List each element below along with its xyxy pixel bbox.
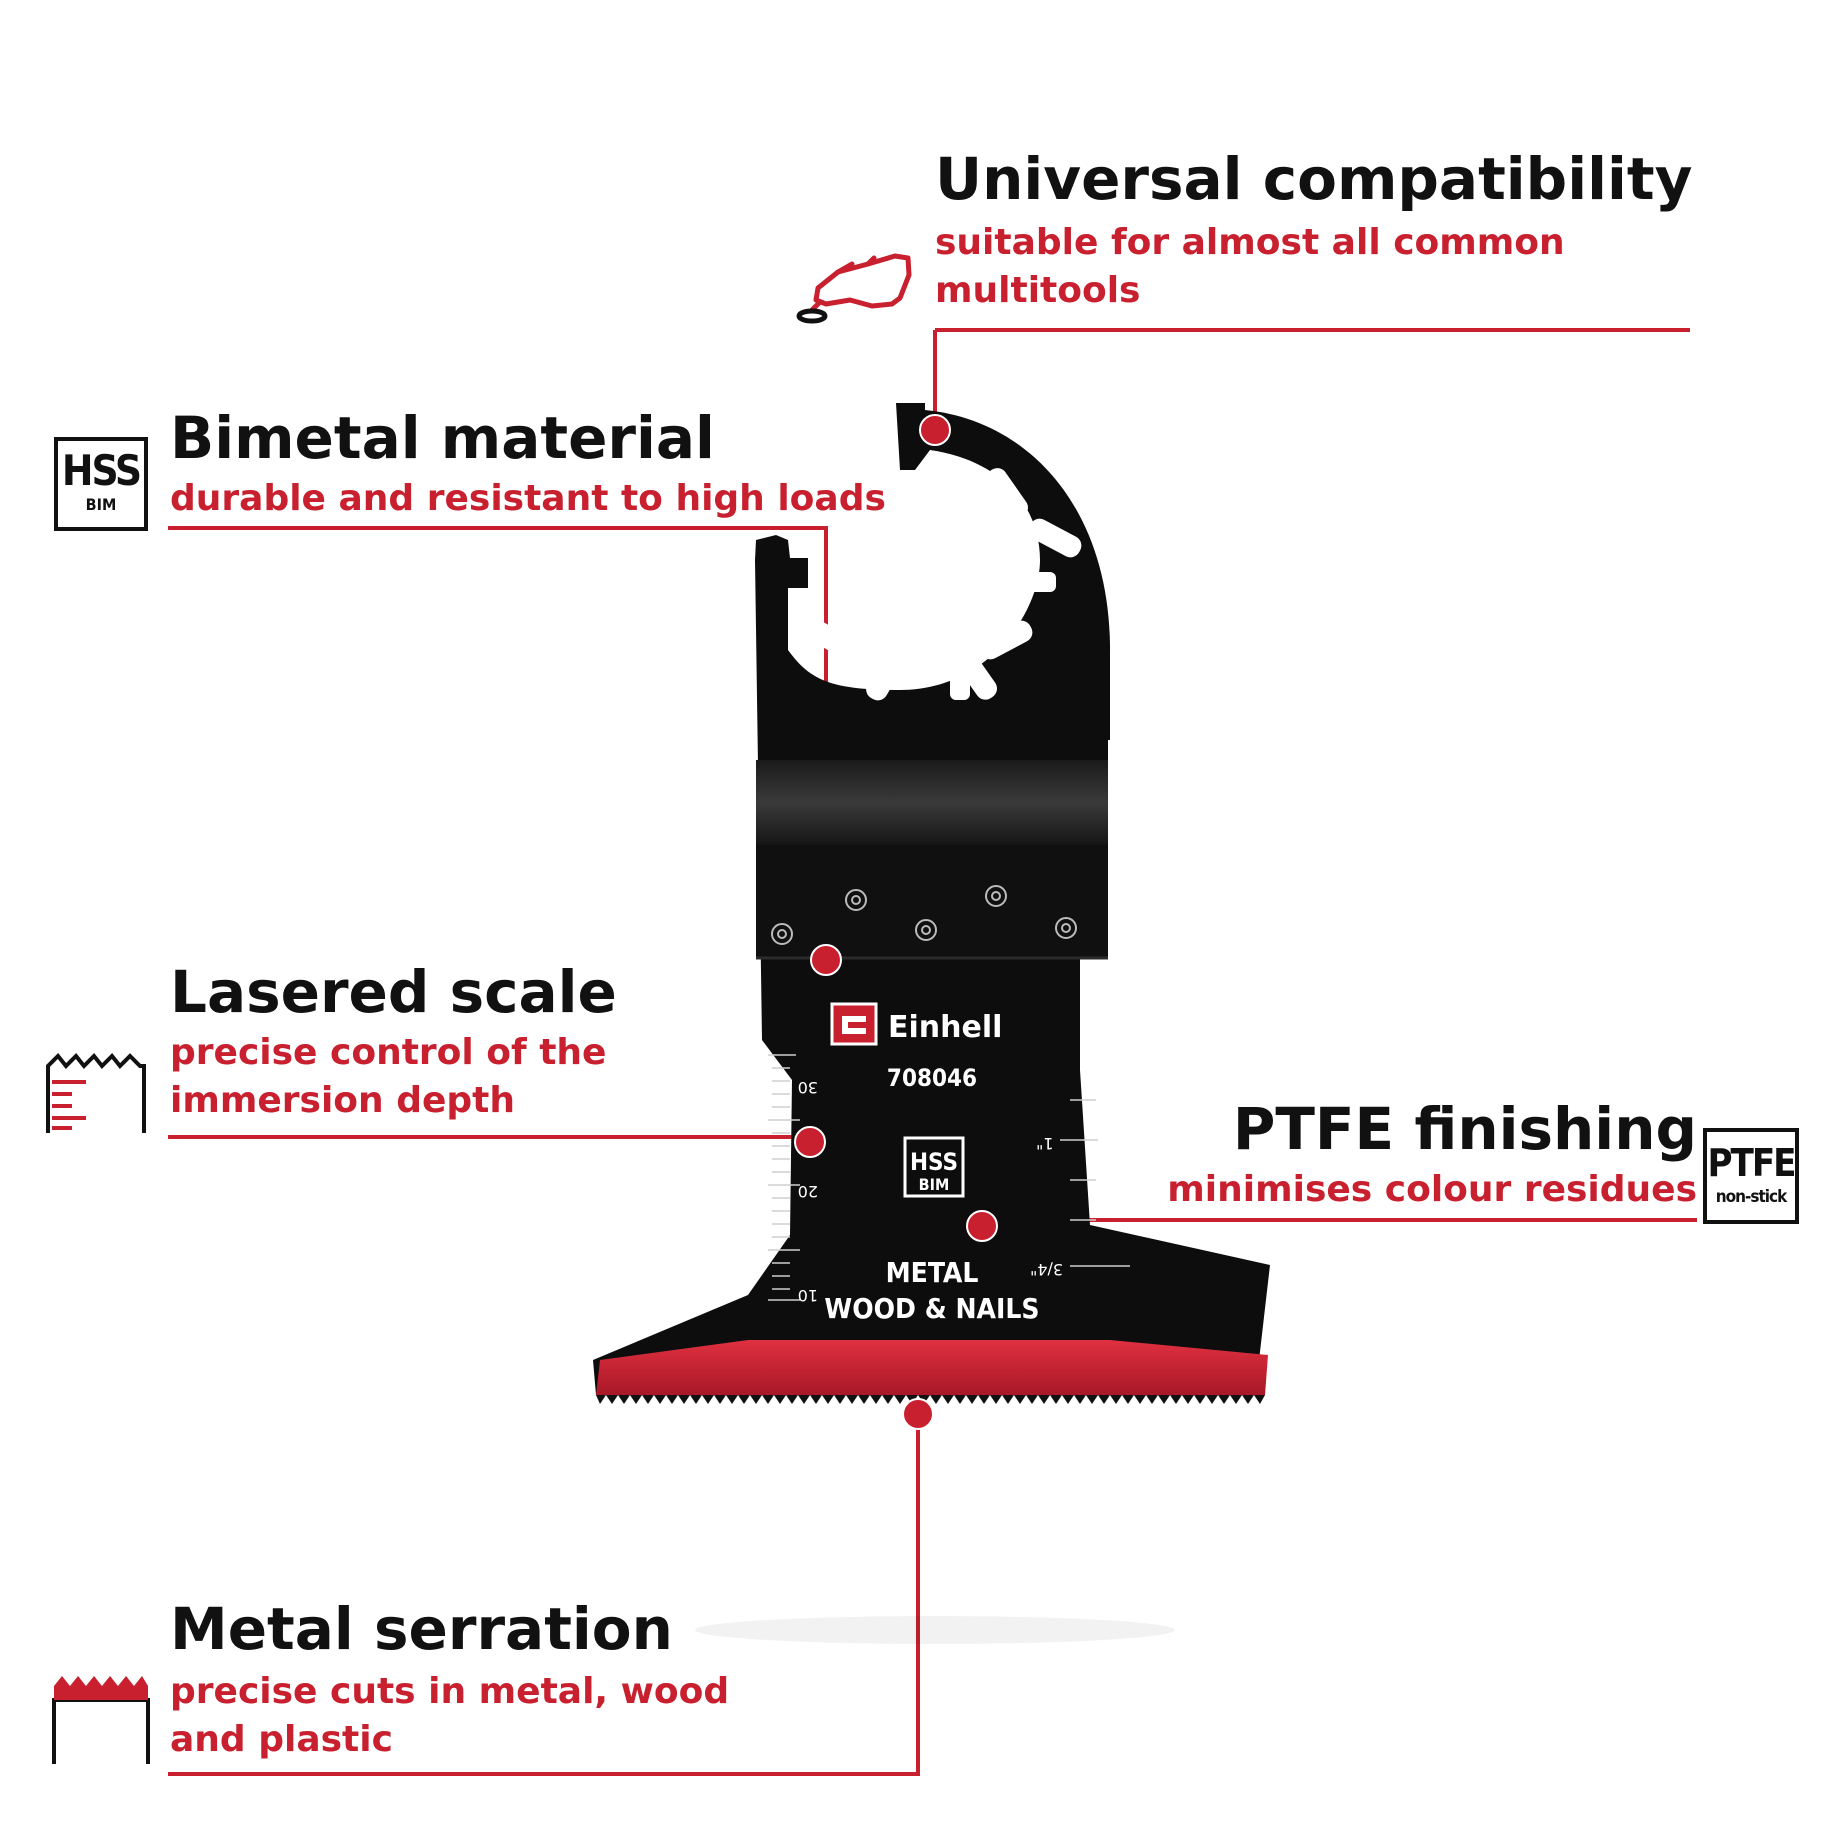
rivet-plate bbox=[756, 845, 1108, 960]
scale-subtitle-line1: precise control of the bbox=[170, 1032, 607, 1073]
dot-bimetal bbox=[810, 944, 842, 976]
compatibility-title: Universal compatibility bbox=[935, 145, 1693, 213]
left-scale-ticks bbox=[768, 1054, 800, 1301]
scale-subtitle-line2: immersion depth bbox=[170, 1080, 515, 1121]
compatibility-subtitle-line2: multitools bbox=[935, 270, 1141, 311]
serration-title: Metal serration bbox=[170, 1595, 673, 1663]
depth-scale-icon bbox=[46, 1053, 146, 1133]
hss-bim-icon-bottom: BIM bbox=[85, 495, 117, 514]
material-line1: METAL bbox=[886, 1256, 979, 1289]
hss-bim-icon-top: HSS bbox=[61, 446, 142, 495]
dot-compatibility bbox=[919, 414, 951, 446]
right-scale-ticks bbox=[1060, 1099, 1130, 1267]
callout-dots bbox=[794, 414, 998, 1430]
dot-ptfe bbox=[966, 1210, 998, 1242]
hss-bim-icon: HSS BIM bbox=[54, 437, 148, 531]
bimetal-title: Bimetal material bbox=[170, 404, 715, 472]
dot-scale bbox=[794, 1126, 826, 1158]
blade-shadow bbox=[695, 1616, 1175, 1644]
model-number: 708046 bbox=[887, 1064, 977, 1092]
serration-edge bbox=[596, 1340, 1268, 1404]
scale-label-10: 10 bbox=[798, 1286, 818, 1305]
ptfe-subtitle: minimises colour residues bbox=[1167, 1169, 1697, 1210]
brand-name: Einhell bbox=[888, 1010, 1002, 1045]
scale-label-3-4in: 3/4" bbox=[1030, 1260, 1063, 1279]
blade-badge-top: HSS bbox=[910, 1148, 958, 1176]
material-line2: WOOD & NAILS bbox=[824, 1292, 1039, 1325]
multitool-icon bbox=[796, 253, 912, 324]
compatibility-subtitle-line1: suitable for almost all common bbox=[935, 222, 1565, 263]
ptfe-icon-bottom: non-stick bbox=[1715, 1187, 1788, 1207]
scale-label-20: 20 bbox=[798, 1182, 818, 1201]
blade-hss-badge: HSS BIM bbox=[903, 1136, 965, 1198]
serration-subtitle-line1: precise cuts in metal, wood bbox=[170, 1671, 730, 1712]
serration-icon bbox=[52, 1676, 150, 1764]
ptfe-title: PTFE finishing bbox=[1232, 1095, 1697, 1163]
ptfe-nonstick-icon: PTFE non-stick bbox=[1703, 1128, 1799, 1224]
serration-subtitle-line2: and plastic bbox=[170, 1719, 393, 1760]
blade-band bbox=[756, 760, 1108, 845]
blade-badge-bottom: BIM bbox=[919, 1175, 950, 1194]
einhell-logo-icon bbox=[830, 1002, 878, 1046]
scale-title: Lasered scale bbox=[170, 958, 617, 1026]
scale-label-1in: 1" bbox=[1036, 1134, 1054, 1153]
ptfe-icon-top: PTFE bbox=[1707, 1141, 1796, 1185]
hub-slots bbox=[804, 468, 1082, 701]
bimetal-subtitle: durable and resistant to high loads bbox=[170, 478, 886, 519]
scale-label-30: 30 bbox=[798, 1078, 818, 1097]
dot-serration bbox=[902, 1398, 934, 1430]
